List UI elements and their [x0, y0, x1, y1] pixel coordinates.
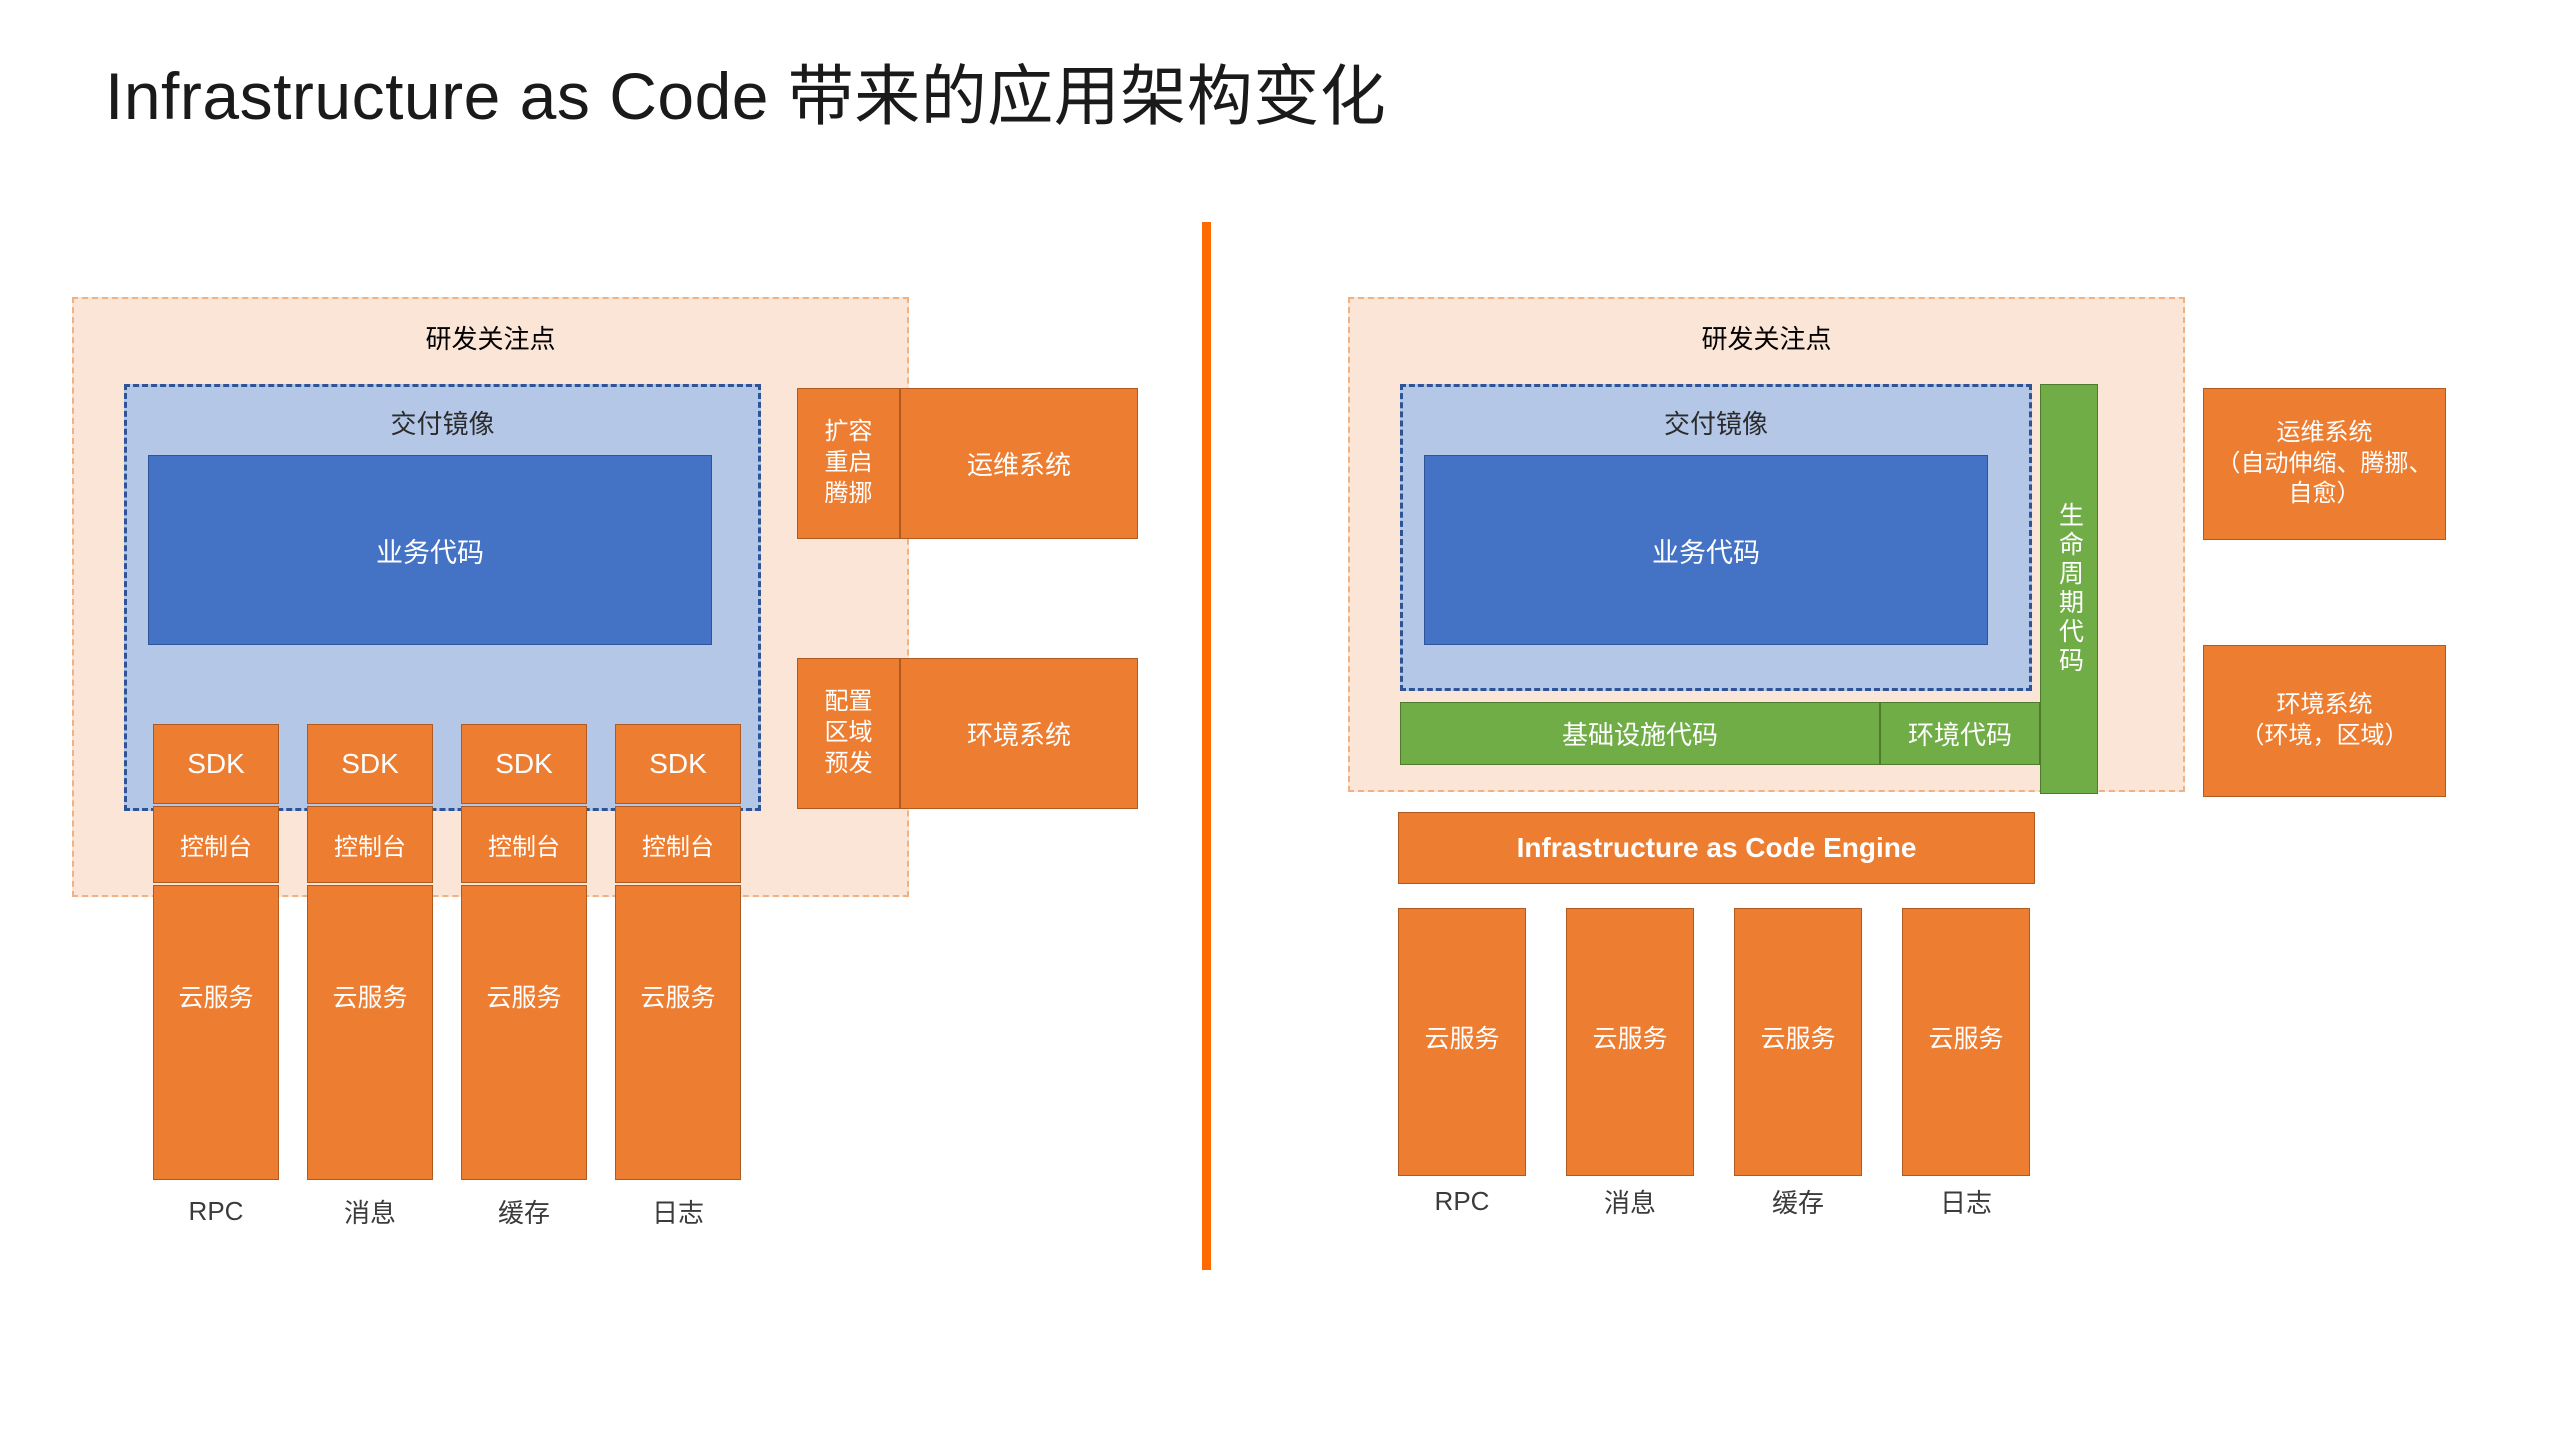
left-console-label-3: 控制台 — [488, 834, 560, 861]
page-title: Infrastructure as Code 带来的应用架构变化 — [105, 59, 1387, 133]
right-side-env-system-box: 环境系统 （环境，区域） — [2203, 645, 2446, 797]
left-bottom-label-4: 日志 — [651, 1197, 704, 1228]
right-rd-focus-label: 研发关注点 — [1701, 324, 1832, 354]
left-sdk-label-2: SDK — [341, 748, 399, 779]
left-sdk-box-3: SDK — [461, 724, 587, 804]
left-cloud-service-box-4: 云服务 — [615, 885, 741, 1180]
left-cloud-service-box-2: 云服务 — [307, 885, 433, 1180]
right-bottom-label-2: 消息 — [1603, 1187, 1656, 1218]
left-business-code-box: 业务代码 — [148, 455, 712, 645]
left-rd-focus-label: 研发关注点 — [425, 324, 556, 354]
right-iac-engine-bar: Infrastructure as Code Engine — [1398, 812, 2035, 884]
left-cloud-service-label-2: 云服务 — [332, 984, 408, 1012]
left-delivery-image-label: 交付镜像 — [390, 409, 495, 439]
right-bottom-label-3: 缓存 — [1771, 1187, 1824, 1218]
left-cloud-service-label-3: 云服务 — [486, 984, 562, 1012]
right-delivery-image-label: 交付镜像 — [1663, 409, 1768, 439]
left-console-box-4: 控制台 — [615, 806, 741, 883]
right-env-code-label: 环境代码 — [1907, 720, 2012, 750]
right-cloud-service-box-4: 云服务 — [1902, 908, 2030, 1176]
right-iac-engine-label: Infrastructure as Code Engine — [1516, 832, 1917, 863]
left-console-label-2: 控制台 — [334, 834, 406, 861]
left-console-box-2: 控制台 — [307, 806, 433, 883]
left-sdk-label-1: SDK — [187, 748, 245, 779]
section-divider — [1202, 222, 1211, 1270]
left-cloud-service-box-3: 云服务 — [461, 885, 587, 1180]
left-console-box-3: 控制台 — [461, 806, 587, 883]
right-bottom-label-4: 日志 — [1939, 1187, 1992, 1218]
left-bottom-label-3: 缓存 — [497, 1197, 550, 1228]
left-sdk-box-1: SDK — [153, 724, 279, 804]
right-lifecycle-code-label: 生命周期代码 — [2055, 502, 2084, 676]
left-sdk-box-4: SDK — [615, 724, 741, 804]
right-bottom-label-1: RPC — [1434, 1185, 1490, 1216]
right-lifecycle-code-box: 生命周期代码 — [2040, 384, 2098, 794]
left-cloud-service-box-1: 云服务 — [153, 885, 279, 1180]
right-side-ops-system-box: 运维系统 （自动伸缩、腾挪、 自愈） — [2203, 388, 2446, 540]
left-cloud-service-label-4: 云服务 — [640, 984, 716, 1012]
left-console-label-1: 控制台 — [180, 834, 252, 861]
left-sdk-label-4: SDK — [649, 748, 707, 779]
left-business-code-label: 业务代码 — [376, 537, 484, 568]
left-sdk-label-3: SDK — [495, 748, 553, 779]
right-business-code-label: 业务代码 — [1652, 537, 1760, 568]
left-side-system-2: 环境系统 — [900, 658, 1138, 809]
left-side-tag-2: 配置 区域 预发 — [797, 658, 900, 809]
left-sdk-box-2: SDK — [307, 724, 433, 804]
right-cloud-service-box-2: 云服务 — [1566, 908, 1694, 1176]
right-business-code-box: 业务代码 — [1424, 455, 1988, 645]
right-env-code-box: 环境代码 — [1880, 702, 2040, 765]
left-console-label-4: 控制台 — [642, 834, 714, 861]
right-cloud-service-label-1: 云服务 — [1424, 1025, 1500, 1053]
right-cloud-service-box-1: 云服务 — [1398, 908, 1526, 1176]
left-console-box-1: 控制台 — [153, 806, 279, 883]
right-infra-code-box: 基础设施代码 — [1400, 702, 1880, 765]
right-infra-code-label: 基础设施代码 — [1561, 720, 1718, 750]
right-cloud-service-label-3: 云服务 — [1760, 1025, 1836, 1053]
left-side-system-1: 运维系统 — [900, 388, 1138, 539]
right-cloud-service-box-3: 云服务 — [1734, 908, 1862, 1176]
right-cloud-service-label-4: 云服务 — [1928, 1025, 2004, 1053]
left-side-tag-1: 扩容 重启 腾挪 — [797, 388, 900, 539]
left-bottom-label-2: 消息 — [343, 1197, 396, 1228]
left-cloud-service-label-1: 云服务 — [178, 984, 254, 1012]
left-bottom-label-1: RPC — [188, 1195, 244, 1226]
right-cloud-service-label-2: 云服务 — [1592, 1025, 1668, 1053]
